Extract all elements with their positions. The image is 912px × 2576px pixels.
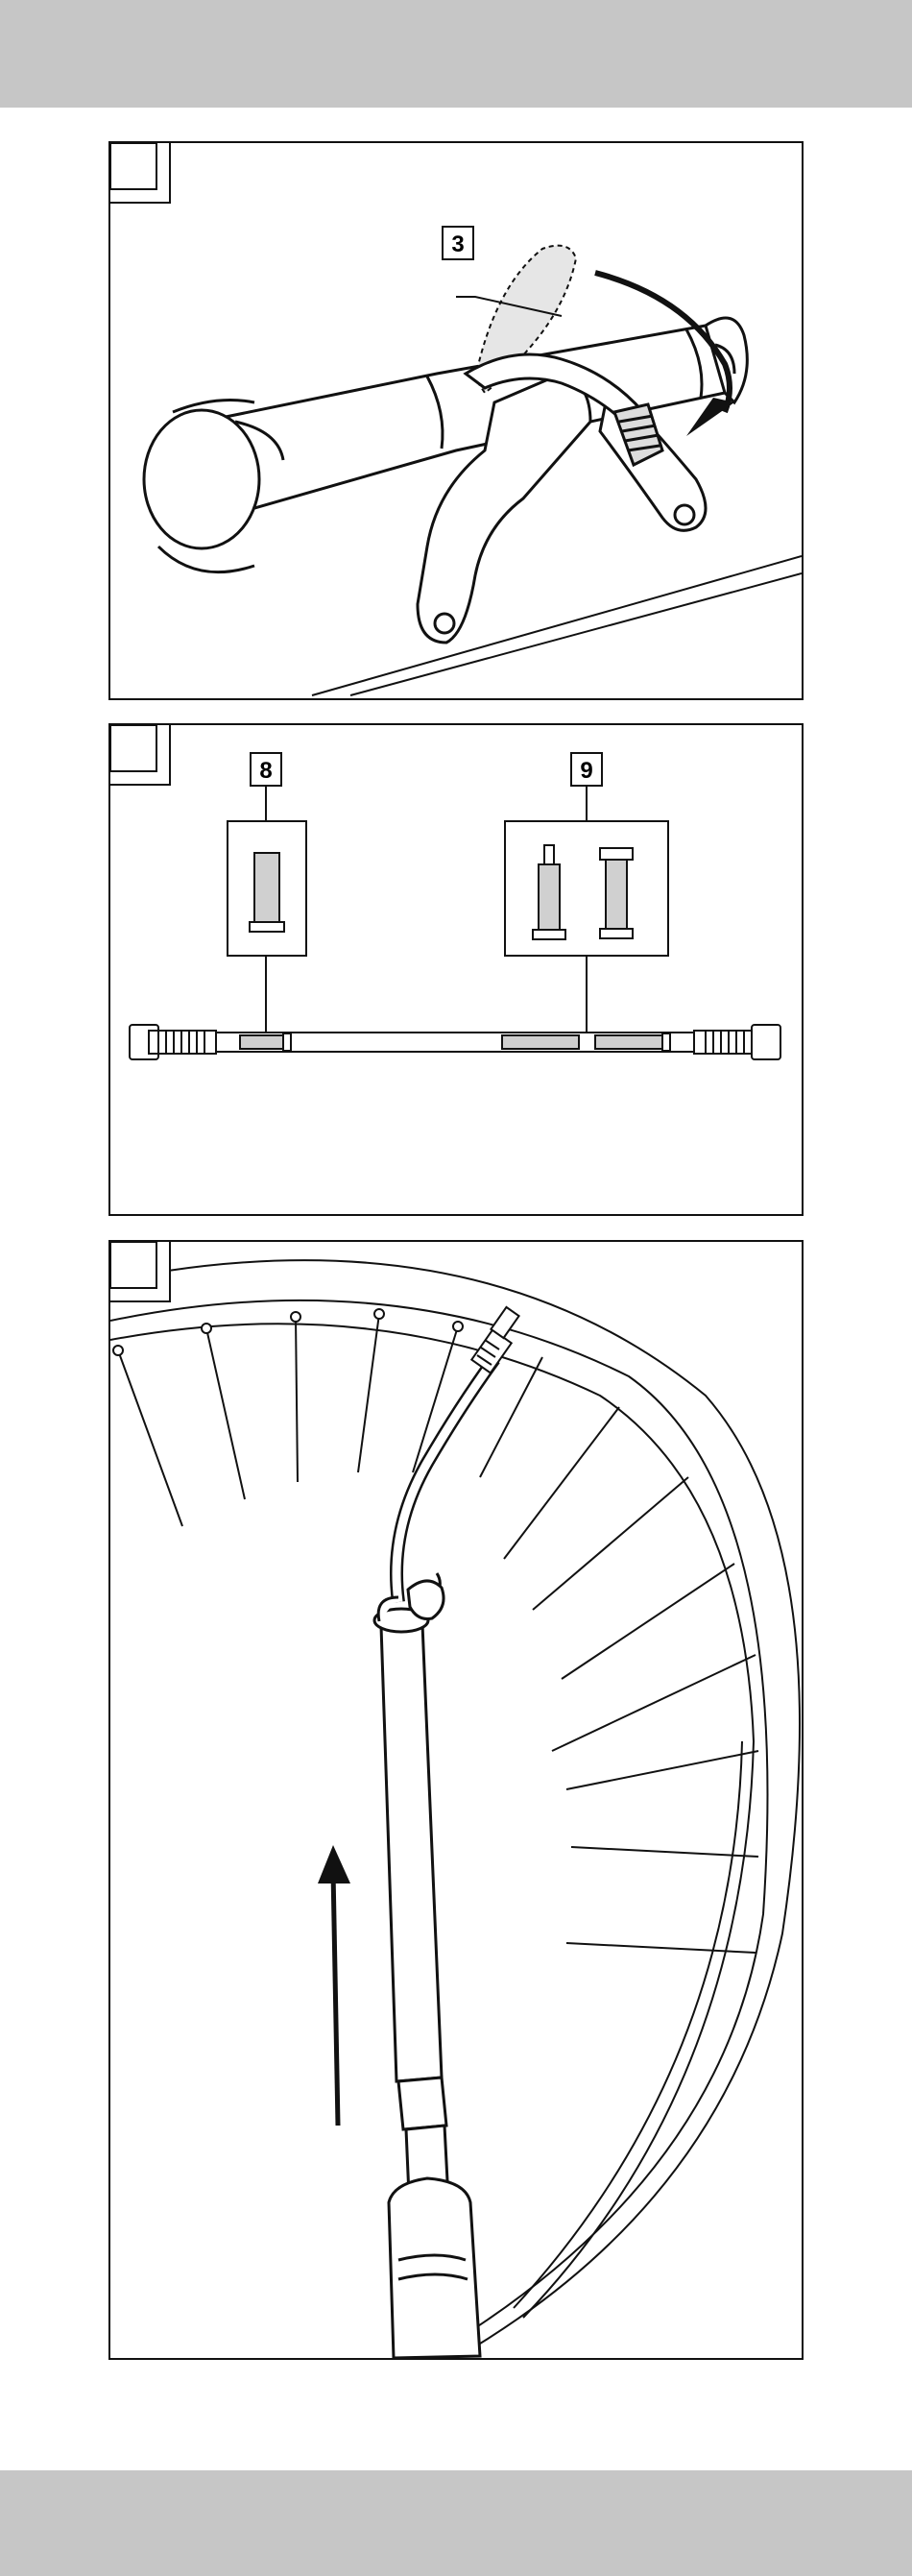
- motion-arrow-head: [686, 398, 734, 436]
- stored-adapter-9b: [595, 1035, 662, 1049]
- figure-number-box: [110, 1242, 156, 1288]
- strap-mount-illustration: 3: [110, 143, 802, 698]
- bike-frame-line: [312, 556, 802, 695]
- figure-number-tab: [110, 725, 170, 785]
- adapter-8-icon: [254, 853, 279, 922]
- pump-motion-arrow-head: [318, 1845, 350, 1883]
- figure-number-tab: [110, 143, 170, 203]
- callout-8-label: 8: [259, 758, 272, 784]
- figure-panel-1: 3: [108, 141, 804, 700]
- stored-adapter-8: [240, 1035, 283, 1049]
- callout-9-label: 9: [580, 758, 592, 784]
- adapter-9-detail-box: [505, 821, 668, 956]
- adapter-presta-icon: [539, 864, 560, 930]
- adapter-schrader-icon: [606, 860, 627, 929]
- figure-panel-3: [108, 1240, 804, 2360]
- pumping-illustration: [110, 1242, 802, 2358]
- pump-tube-cutaway: [130, 1025, 780, 1059]
- pump-body: [374, 1573, 480, 2358]
- pump-motion-arrow: [333, 1871, 338, 2126]
- figure-panel-2: 8 9: [108, 723, 804, 1216]
- wheel-spokes: [118, 1314, 758, 1953]
- figure-number-box: [110, 725, 156, 771]
- stored-adapter-9a: [502, 1035, 579, 1049]
- bottom-gray-band: [0, 2470, 912, 2576]
- callout-3-label: 3: [451, 231, 464, 257]
- pump-hose-outline: [396, 1359, 494, 1602]
- top-gray-band: [0, 0, 912, 108]
- valve-adapter-illustration: 8 9: [110, 725, 802, 1214]
- valve-head: [471, 1307, 518, 1373]
- figure-number-box: [110, 143, 156, 189]
